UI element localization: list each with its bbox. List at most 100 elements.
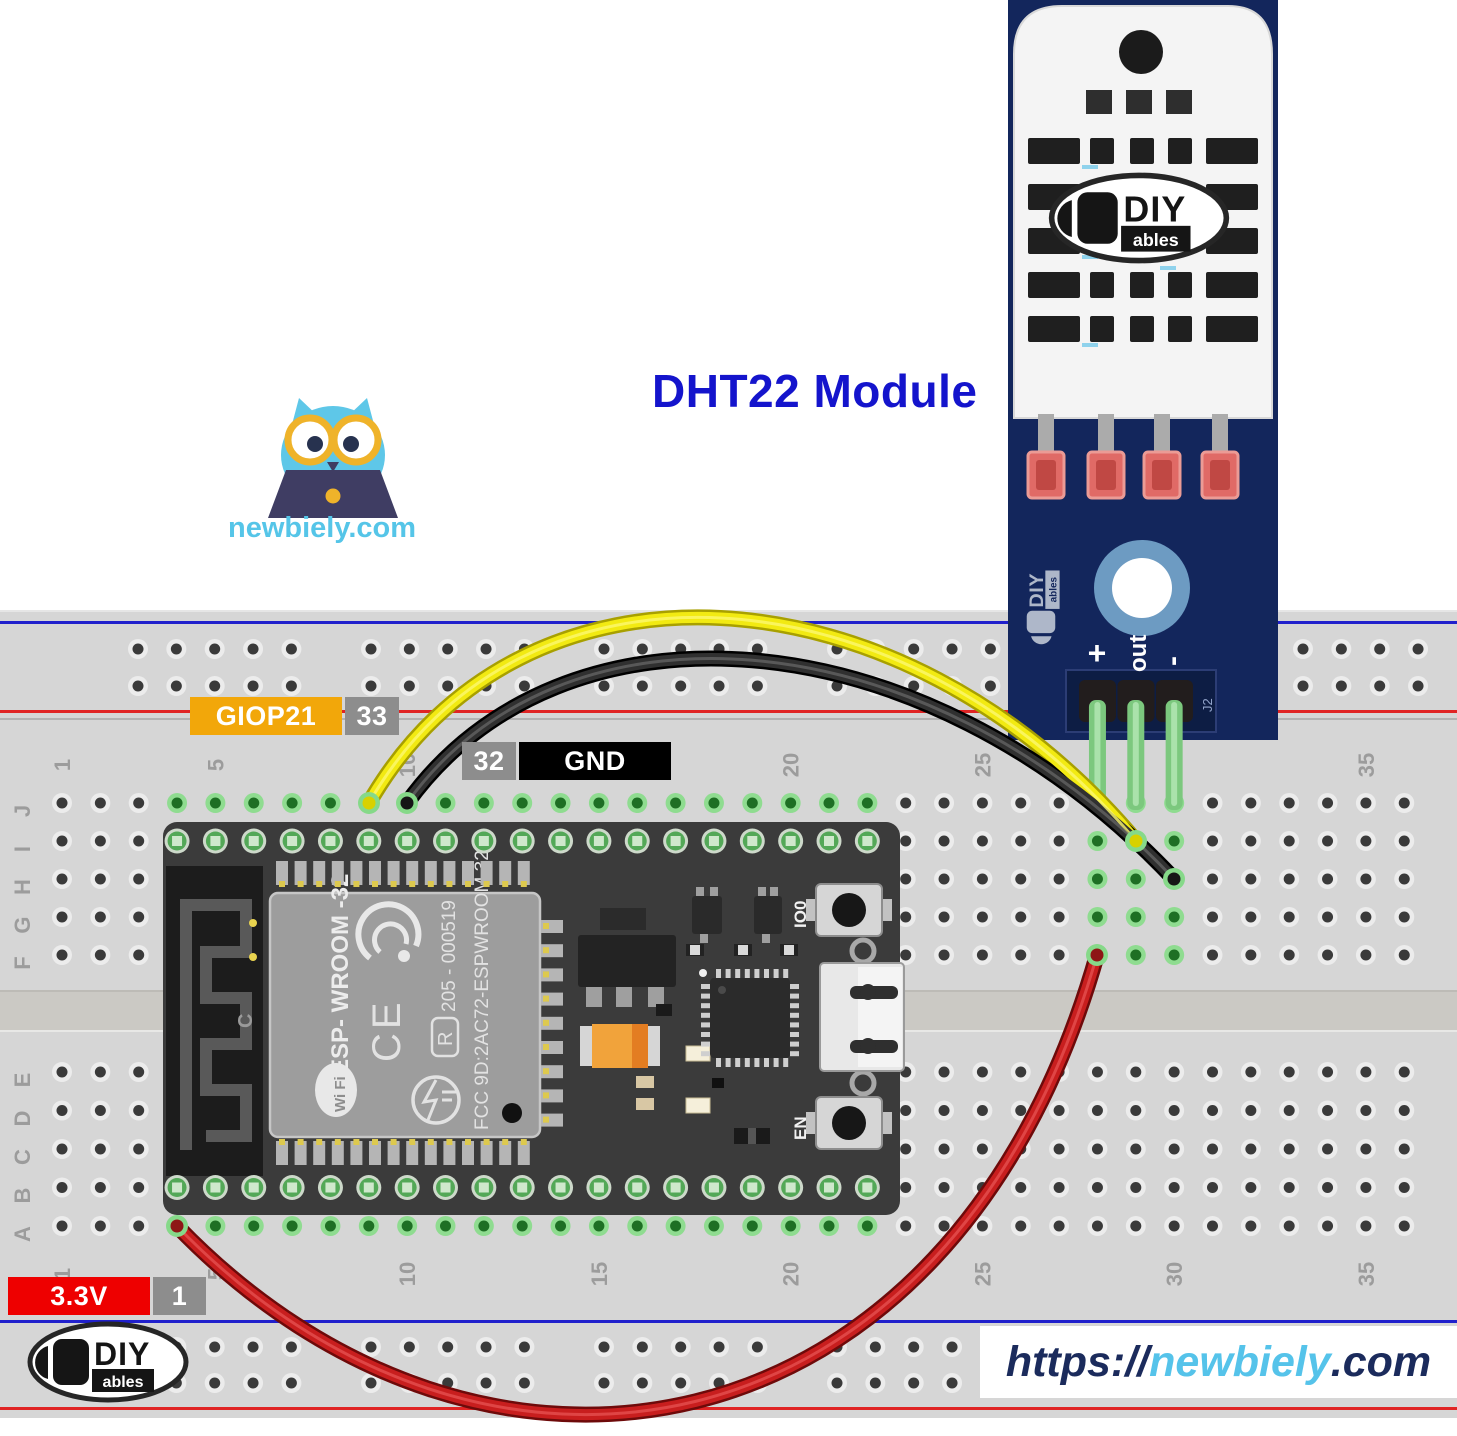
regulator-leg bbox=[586, 987, 602, 1007]
esp32-module-text: ESP- WROOM -32 bbox=[327, 874, 354, 1075]
antenna-feed-dot bbox=[249, 953, 257, 961]
mounting-hole bbox=[1112, 558, 1172, 618]
ce-mark: CE bbox=[365, 998, 409, 1062]
sensor-vent-small bbox=[1166, 90, 1192, 114]
column-label-bottom: 10 bbox=[395, 1262, 420, 1286]
column-label-bottom: 20 bbox=[779, 1262, 804, 1286]
shield-solder-pads bbox=[276, 861, 563, 1165]
pin-minus-label: - bbox=[1156, 656, 1189, 666]
url-tld: .com bbox=[1330, 1337, 1432, 1386]
row-label-B: B bbox=[10, 1188, 35, 1204]
transistor-leg bbox=[758, 887, 766, 896]
sensor-vent-small bbox=[1086, 90, 1112, 114]
smd-components bbox=[636, 944, 798, 1144]
chip-pin1-dot bbox=[718, 986, 726, 994]
brand-name: DIY bbox=[1026, 573, 1048, 608]
sensor-vent-small bbox=[1126, 90, 1152, 114]
gpio-pin-number: 33 bbox=[345, 697, 399, 735]
column-label-top: 5 bbox=[203, 759, 228, 771]
transistor-leg bbox=[770, 887, 778, 896]
brand-name: DIY bbox=[94, 1336, 150, 1372]
orange-capacitor bbox=[592, 1024, 636, 1068]
column-label-bottom: 35 bbox=[1354, 1262, 1379, 1286]
r-mark-box bbox=[430, 1016, 460, 1058]
column-label-bottom: 15 bbox=[587, 1262, 612, 1286]
row-label-I: I bbox=[10, 846, 35, 852]
gnd-pin-label: GND bbox=[519, 742, 671, 780]
wires bbox=[169, 609, 1182, 1423]
capacitor-end bbox=[648, 1026, 660, 1066]
capacitor-end bbox=[580, 1026, 592, 1066]
bottom-rail-positive-line bbox=[0, 1407, 1457, 1410]
row-label-D: D bbox=[10, 1111, 35, 1127]
owl-mascot bbox=[268, 398, 398, 518]
gnd-pin-number: 32 bbox=[462, 742, 516, 780]
bottom-rail-negative-line bbox=[0, 1320, 1457, 1323]
column-label-bottom: 25 bbox=[970, 1262, 995, 1286]
orange-capacitor-stripe bbox=[632, 1024, 648, 1068]
en-button bbox=[806, 1096, 892, 1150]
column-label-top: 20 bbox=[779, 753, 804, 777]
r-mark: R bbox=[435, 1032, 457, 1046]
transistor-leg bbox=[762, 934, 770, 943]
en-button-label: EN bbox=[791, 1116, 810, 1140]
row-label-G: G bbox=[10, 916, 35, 933]
row-label-H: H bbox=[10, 879, 35, 895]
sensor-legs-and-pads bbox=[1026, 414, 1240, 500]
signal-wire-sheen bbox=[367, 616, 1138, 843]
io0-button-label: IO0 bbox=[791, 901, 810, 928]
pcb-ref-label: J2 bbox=[1200, 698, 1215, 712]
url-prefix: https:// bbox=[1005, 1337, 1150, 1386]
usb-contact-dot bbox=[860, 1038, 876, 1054]
io0-button bbox=[806, 883, 892, 937]
regulator-tab bbox=[600, 908, 646, 930]
transistor-leg bbox=[710, 887, 718, 896]
shield-dot bbox=[502, 1103, 522, 1123]
wifi-badge bbox=[315, 1063, 357, 1117]
column-label-bottom: 30 bbox=[1162, 1262, 1187, 1286]
component-pins bbox=[164, 700, 1183, 1200]
power-pin-number: 1 bbox=[153, 1277, 206, 1315]
mascot-site-text: newbiely.com bbox=[227, 512, 417, 544]
voltage-regulator bbox=[578, 935, 676, 987]
esp32-board: C ESP- WROOM -32 CE 205 - 000519 R FCC 9… bbox=[163, 822, 905, 1215]
top-rail-positive-line bbox=[0, 710, 1457, 713]
antenna-trace bbox=[180, 899, 252, 1150]
column-label-top: 1 bbox=[50, 759, 75, 771]
mounting-ring bbox=[849, 937, 877, 965]
top-rail-divider bbox=[0, 718, 1457, 720]
row-label-C: C bbox=[10, 1149, 35, 1165]
gpio-pin-label: GIOP21 bbox=[190, 697, 342, 735]
wire-end-caps bbox=[166, 792, 1185, 1237]
regulator-leg bbox=[648, 987, 664, 1007]
sensor-top-hole bbox=[1119, 30, 1163, 74]
url-site: newbiely bbox=[1149, 1337, 1331, 1386]
power-pin-label: 3.3V bbox=[8, 1277, 150, 1315]
transistor bbox=[692, 896, 722, 934]
cert-circle-logo bbox=[411, 1075, 461, 1125]
wifi-badge-text: Wi Fi bbox=[332, 1076, 349, 1112]
footer-url: https://newbiely.com bbox=[980, 1326, 1457, 1398]
chip-pins bbox=[701, 969, 799, 1067]
transistor-leg bbox=[696, 887, 704, 896]
column-label-top: 35 bbox=[1354, 753, 1379, 777]
pin-out-label: out bbox=[1125, 635, 1152, 672]
power-wire-sheen bbox=[175, 953, 1099, 1416]
antenna-feed-dot bbox=[249, 919, 257, 927]
espressif-logo bbox=[355, 901, 422, 962]
regulator-leg bbox=[616, 987, 632, 1007]
main-chip bbox=[710, 978, 790, 1058]
transistor bbox=[754, 896, 782, 934]
diagram-title: DHT22 Module bbox=[652, 365, 978, 417]
brand-sub: ables bbox=[1049, 577, 1060, 603]
ground-wire-sheen bbox=[405, 657, 1176, 881]
column-label-top: 25 bbox=[970, 753, 995, 777]
row-label-F: F bbox=[10, 956, 35, 969]
fcc-text: FCC 9D:2AC72-ESPWROOM 32 bbox=[472, 850, 493, 1130]
brand-sub: ables bbox=[1133, 230, 1179, 250]
